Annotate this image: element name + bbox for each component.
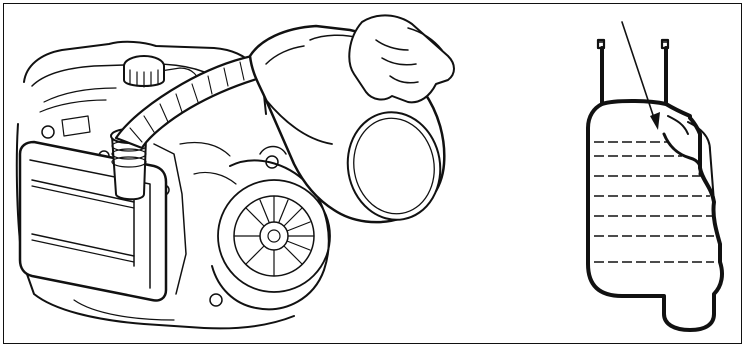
hand <box>349 15 454 102</box>
engine-illustration <box>4 4 559 344</box>
filler-cap <box>124 56 164 87</box>
filler-neck-threads <box>598 40 668 48</box>
crankcase-outline <box>588 48 722 330</box>
oil-level-cross-section <box>564 4 740 344</box>
figure-frame <box>3 3 742 344</box>
engine-oil-filling-illustration <box>4 4 559 344</box>
starter-cooling-fins <box>234 196 314 276</box>
oil-level-arrow <box>622 22 660 130</box>
crankcase-section-diagram <box>564 4 740 344</box>
crankcase-side-lobe <box>664 116 714 202</box>
arrow-head <box>650 112 660 130</box>
